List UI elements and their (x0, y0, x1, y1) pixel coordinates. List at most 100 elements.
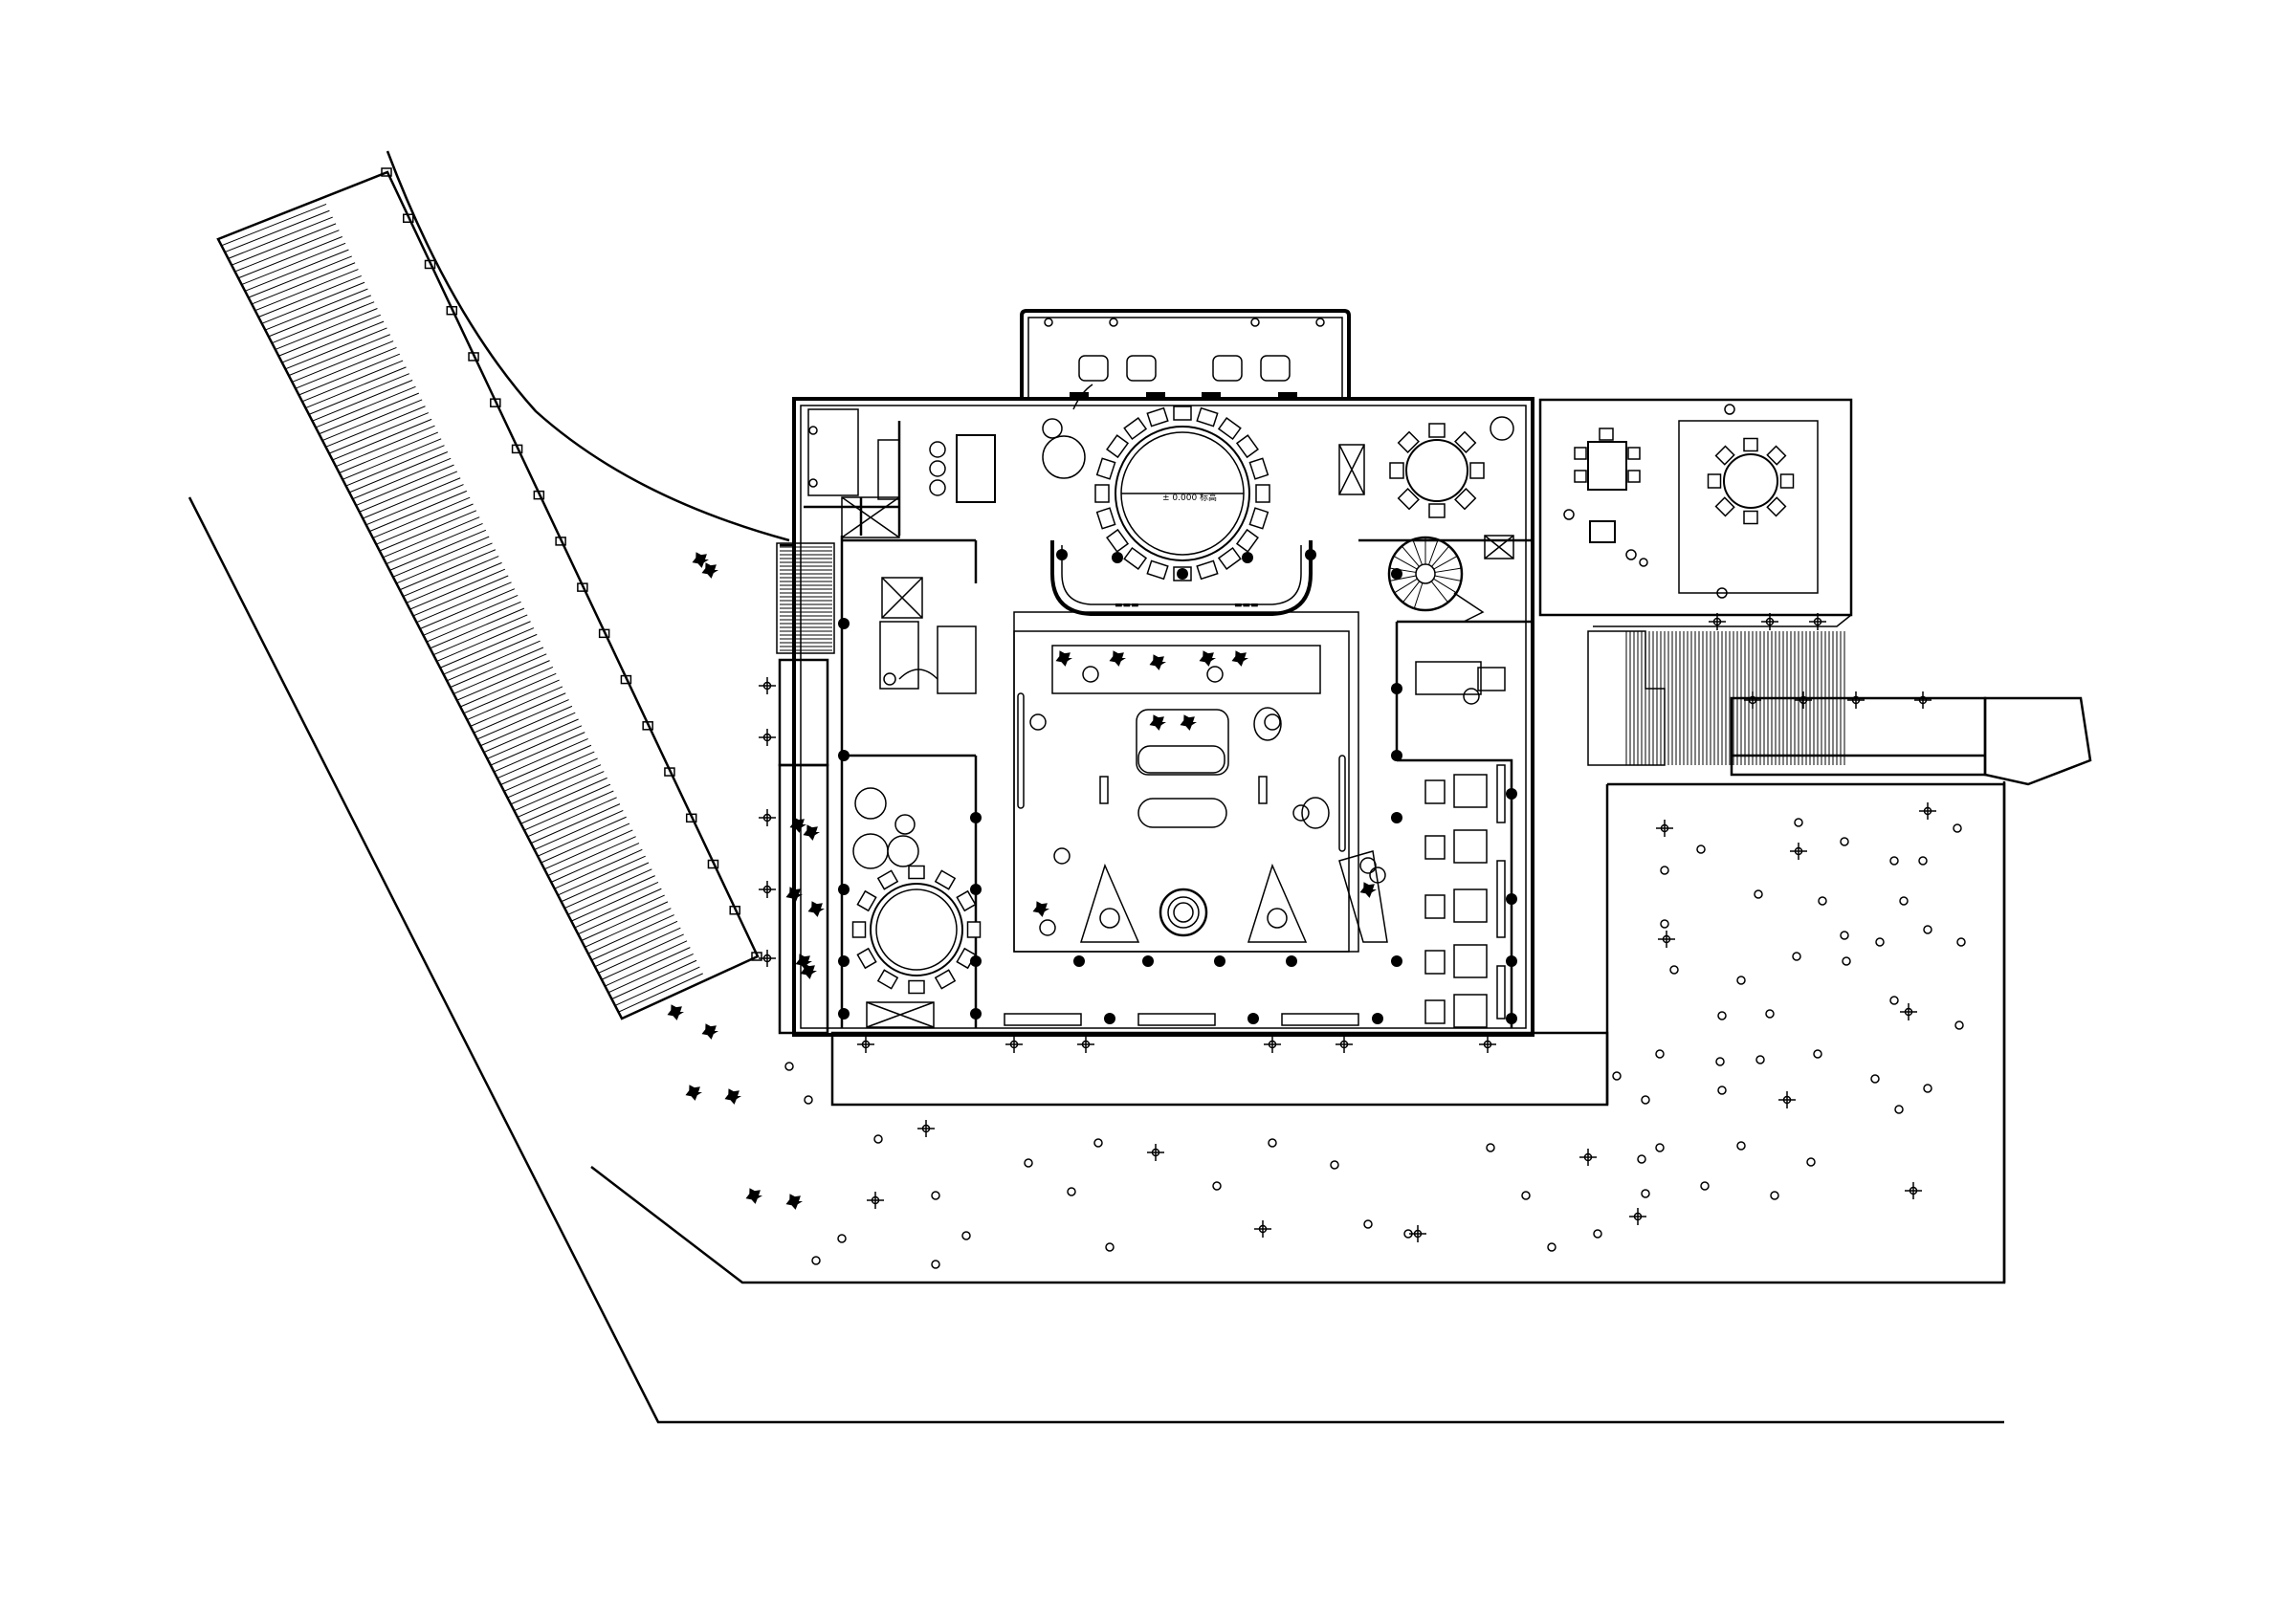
dining-chair (1469, 462, 1485, 479)
garden-dot (961, 1231, 971, 1240)
column (1247, 1013, 1259, 1024)
parking-hatch-line (443, 633, 538, 675)
garden-light (1909, 1186, 1918, 1195)
hall-plant (1032, 901, 1049, 917)
parking-hatch-line (409, 568, 506, 610)
parking-marker (381, 167, 392, 177)
garden-light (1847, 691, 1865, 709)
south-benches (1004, 1013, 1359, 1026)
parking-hatch-line (500, 744, 592, 785)
parking-hatch-line (450, 647, 544, 689)
parking-hatch-line (537, 816, 627, 857)
hall-plant (1180, 714, 1197, 731)
stage-mark-right: ▬▬▬ (1234, 601, 1259, 610)
parking-hatch-line (403, 556, 499, 598)
garden-light (1336, 1036, 1353, 1053)
hall-plant (1055, 650, 1072, 667)
parking-hatch-line (514, 771, 605, 812)
parking-hatch-line (244, 249, 349, 292)
hall-boulder (1206, 666, 1224, 683)
dining-chair (1743, 510, 1758, 525)
garden-light (1919, 802, 1936, 820)
garden-light (1765, 617, 1775, 626)
parking-hatch-line (607, 953, 694, 994)
column (1506, 1013, 1517, 1024)
dining-chair (851, 921, 867, 938)
level-mark-label: ± 0.000 标高 (1162, 492, 1217, 503)
parking-hatch-line (517, 777, 607, 818)
banquet-chair (1217, 546, 1242, 570)
garden-light (1268, 1040, 1277, 1049)
column (1142, 955, 1154, 967)
garden-dot (1923, 925, 1932, 934)
garden-light (1258, 1224, 1268, 1234)
parking-hatch-line (426, 601, 521, 643)
banquet-chair (1095, 507, 1116, 530)
parking-hatch-line (453, 653, 547, 694)
column (970, 955, 982, 967)
banquet-chair (1095, 457, 1116, 480)
banquet-chair (1106, 528, 1130, 553)
garden-light (1660, 823, 1669, 833)
garden-light (759, 729, 776, 746)
parking-hatch-line (419, 588, 516, 629)
spiral-tread (1434, 567, 1462, 573)
garden-dot (837, 1234, 847, 1243)
parking-hatch-line (292, 340, 394, 383)
parking-hatch-line (359, 471, 458, 513)
terrace-stair-hatch (1625, 631, 1845, 765)
column (1056, 549, 1068, 560)
parking-marker (533, 490, 545, 500)
parking-hatch-line (234, 230, 340, 273)
garden-dot (1806, 1157, 1816, 1167)
column (838, 884, 850, 895)
parking-hatch-line (605, 947, 691, 987)
exterior-plant (667, 1004, 684, 1020)
parking-hatch-line (248, 255, 352, 298)
parking-hatch-line (564, 868, 652, 909)
garden-lights (759, 613, 1936, 1242)
garden-dot (1715, 1057, 1725, 1066)
parking-hatch-line (416, 581, 512, 624)
parking-hatch-line (547, 836, 636, 877)
column (1104, 1013, 1115, 1024)
banquet-chair (1235, 434, 1259, 459)
garden-dot (1669, 965, 1679, 975)
parking-hatch-line (490, 725, 583, 766)
booth-seat (1424, 950, 1446, 975)
banquet-chair (1255, 484, 1270, 503)
garden-dot (1770, 1191, 1779, 1200)
parking-hatch-line (587, 914, 674, 954)
dining-chair (1707, 473, 1722, 489)
exterior-plant (685, 1085, 702, 1101)
parking-hatch-line (305, 366, 407, 409)
booth-table (1453, 829, 1488, 864)
dining-chair (1714, 496, 1735, 517)
booth-table (1453, 774, 1488, 808)
exterior-plant (795, 954, 812, 970)
parking-marker (446, 305, 458, 316)
hall-plant (1199, 650, 1216, 667)
parking-marker (403, 213, 414, 223)
dining-chair (934, 969, 957, 990)
stage-mark-left: ▬▬▬ (1115, 601, 1139, 610)
garden-dot (1363, 1219, 1373, 1229)
garden-light (1479, 1036, 1496, 1053)
garden-dot (784, 1062, 794, 1071)
central-hall (1017, 645, 1388, 943)
courtyard-east (1605, 782, 2006, 1283)
garden-dots (784, 818, 1966, 1269)
parking-hatch-line (578, 894, 665, 935)
garden-dot (1842, 956, 1851, 966)
parking-hatch-line (369, 490, 468, 533)
parking-marker (707, 859, 719, 869)
garden-dot (1717, 1086, 1727, 1095)
north-bay-seating (1044, 318, 1325, 398)
sw-table-chairs (851, 865, 982, 995)
garden-dot (1067, 1187, 1076, 1196)
parking-hatch-line (483, 712, 576, 754)
garden-light (1851, 695, 1861, 705)
banquet-chair (1248, 507, 1269, 530)
parking-hatch-line (523, 790, 614, 831)
